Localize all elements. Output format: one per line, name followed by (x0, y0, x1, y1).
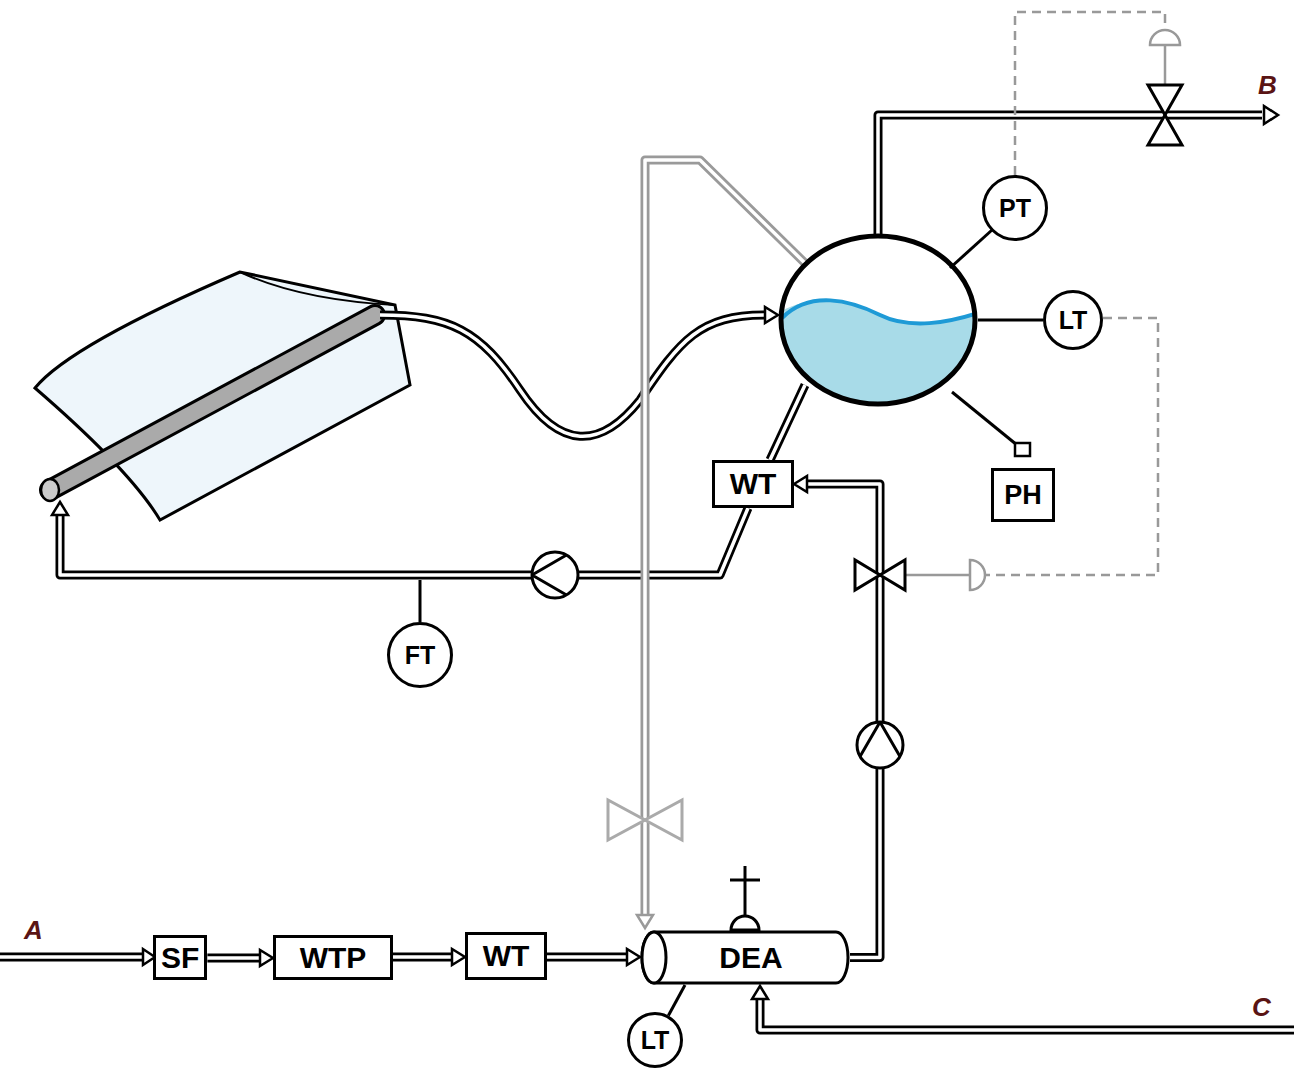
node-text: LT (641, 1028, 670, 1053)
vent-bar (730, 879, 760, 882)
node-text: PT (999, 196, 1031, 221)
instrument-leader (668, 985, 685, 1015)
instrument-bubble: LT (627, 1012, 683, 1068)
signal-lines (986, 12, 1165, 575)
vent-dome (731, 916, 759, 930)
node-text: PH (1004, 482, 1042, 509)
instrument-bubble: FT (387, 622, 453, 688)
pump-symbol (532, 552, 578, 598)
node-text: FT (405, 643, 436, 668)
node-text: WT (483, 941, 530, 971)
steam-arrowhead (637, 915, 653, 928)
actuator-stem (906, 574, 970, 577)
stream-label: B (1258, 70, 1277, 101)
control-valve (1148, 85, 1182, 145)
water-surface (782, 300, 975, 323)
valve-actuator (1150, 30, 1180, 45)
pipes (0, 115, 1294, 1030)
node-text: LT (1059, 308, 1088, 333)
collector-trough (35, 272, 410, 520)
instrument-bubble: LT (1043, 290, 1103, 350)
pipe-connector (547, 949, 640, 965)
pump-symbol (857, 722, 903, 768)
receiver-tube (50, 315, 375, 490)
stream-label: C (1252, 992, 1271, 1023)
instrument-bubble: PT (982, 175, 1048, 241)
ph-probe (1015, 443, 1030, 456)
level-valve (855, 560, 905, 590)
trough-edge (240, 272, 395, 305)
drum-outline (781, 236, 975, 404)
node-text: DEA (719, 943, 782, 973)
pipe-connector (393, 949, 465, 965)
process-box: WT (465, 932, 547, 980)
pipe-connector (207, 950, 273, 966)
process-box: WT (712, 460, 794, 508)
pipe-connector (794, 476, 880, 958)
process-box: SF (153, 935, 207, 980)
node-text: WT (730, 469, 777, 499)
deaerator-vessel: DEA (640, 930, 850, 985)
instrument-leaders (420, 230, 1043, 622)
pipe-arrowheads (52, 106, 1278, 999)
stream-label: A (24, 915, 43, 946)
process-box: PH (991, 468, 1055, 522)
receiver-tube-outline (50, 315, 375, 490)
process-box: WTP (273, 935, 393, 980)
vent-stem (744, 866, 747, 916)
steam-valve (608, 800, 682, 840)
valve-actuator (970, 560, 985, 590)
tube-end (41, 479, 59, 501)
node-text: WTP (300, 943, 367, 973)
node-text: SF (161, 943, 199, 973)
